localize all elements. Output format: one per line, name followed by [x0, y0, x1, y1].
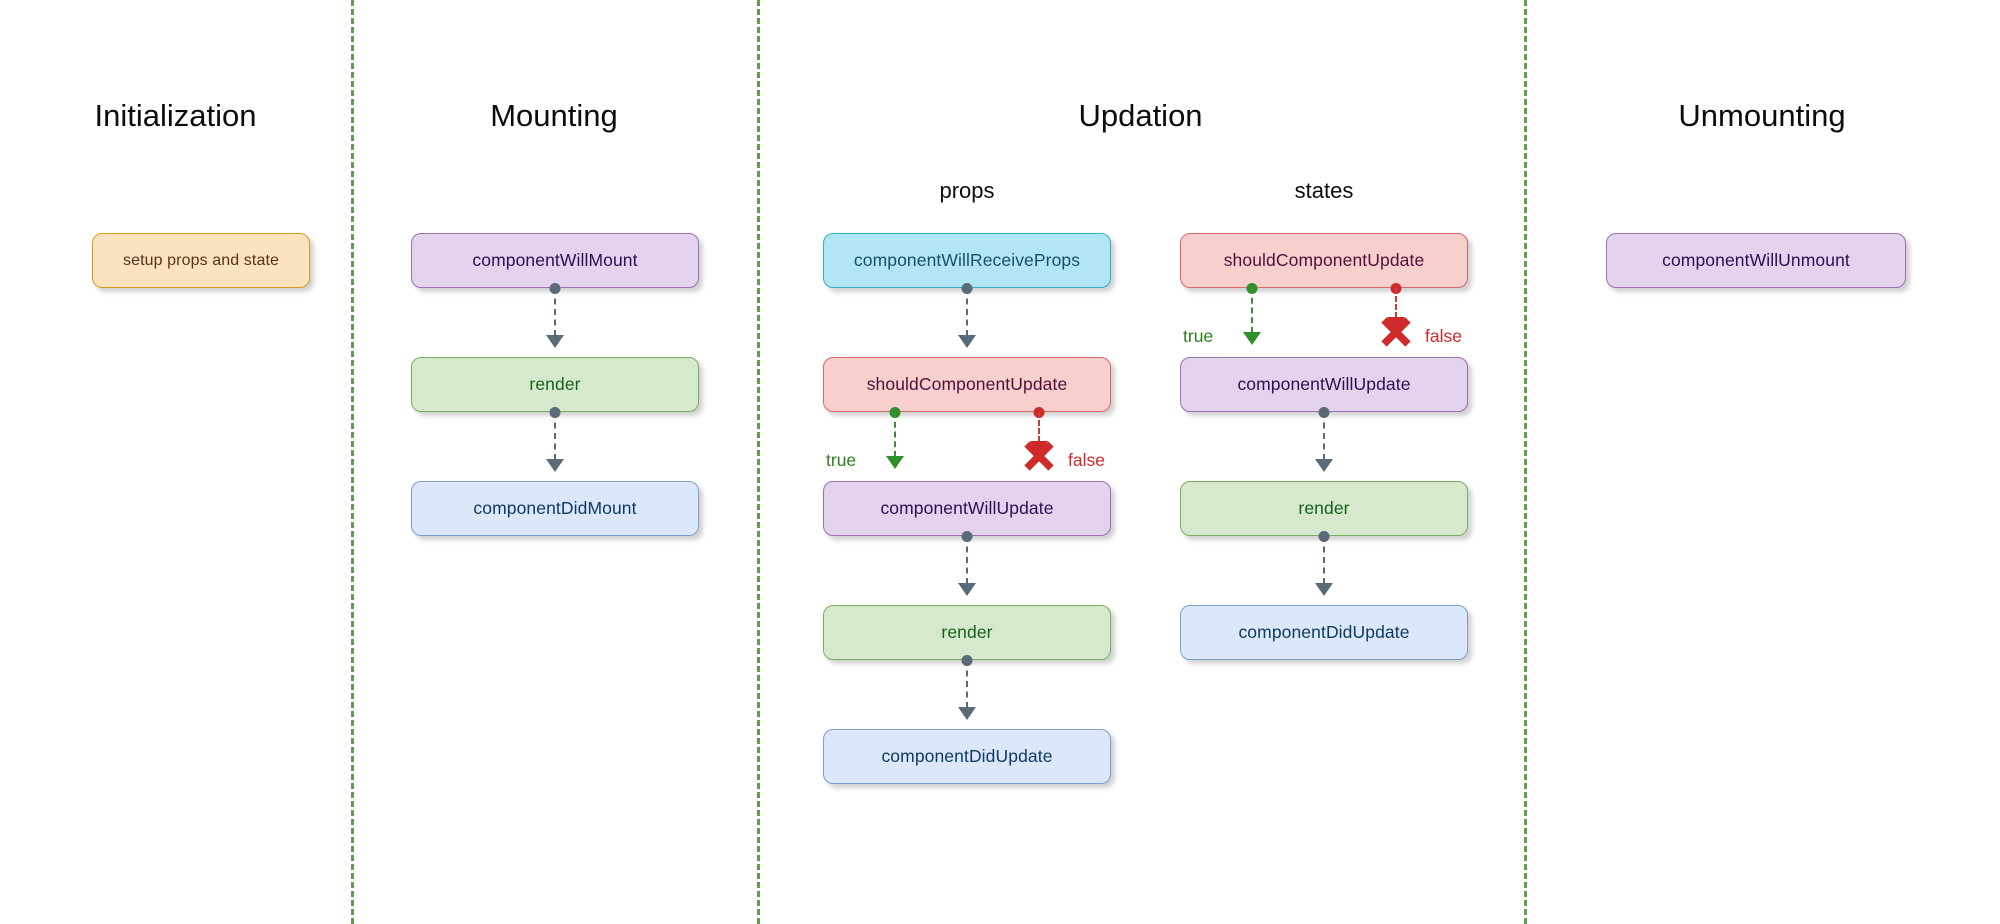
node-render-states[interactable]: render	[1180, 481, 1468, 536]
connector-render-to-did-mount	[411, 407, 699, 476]
node-render-mounting[interactable]: render	[411, 357, 699, 412]
connector-states-true-branch	[1180, 283, 1324, 352]
arrow-head-icon	[1315, 583, 1333, 596]
connector-render-to-did-update-props	[823, 655, 1111, 724]
connector-will-mount-to-render	[411, 283, 699, 352]
divider-initialization-mounting	[351, 0, 354, 924]
node-component-will-update-states[interactable]: componentWillUpdate	[1180, 357, 1468, 412]
arrow-head-icon	[546, 335, 564, 348]
divider-mounting-updation	[757, 0, 760, 924]
branch-label-false-props: false	[1068, 450, 1105, 470]
arrow-head-icon	[958, 583, 976, 596]
x-mark-icon	[1377, 313, 1415, 351]
node-component-will-mount[interactable]: componentWillMount	[411, 233, 699, 288]
node-component-did-mount[interactable]: componentDidMount	[411, 481, 699, 536]
node-component-will-receive-props[interactable]: componentWillReceiveProps	[823, 233, 1111, 288]
divider-updation-unmounting	[1524, 0, 1527, 924]
section-title-updation: Updation	[1078, 98, 1203, 133]
section-title-unmounting: Unmounting	[1678, 98, 1846, 133]
arrow-head-icon	[958, 707, 976, 720]
arrow-head-icon	[1315, 459, 1333, 472]
node-component-did-update-states[interactable]: componentDidUpdate	[1180, 605, 1468, 660]
arrow-head-icon	[958, 335, 976, 348]
connector-props-true-branch	[823, 407, 967, 476]
section-title-mounting: Mounting	[490, 98, 618, 133]
section-title-initialization: Initialization	[94, 98, 257, 133]
connector-will-receive-props-to-should-update	[823, 283, 1111, 352]
node-component-did-update-props[interactable]: componentDidUpdate	[823, 729, 1111, 784]
branch-label-false-states: false	[1425, 326, 1462, 346]
arrow-head-icon	[1243, 332, 1261, 345]
connector-render-to-did-update-states	[1180, 531, 1468, 600]
branch-label-true-states: true	[1183, 326, 1214, 346]
arrow-head-icon	[886, 456, 904, 469]
arrow-head-icon	[546, 459, 564, 472]
node-setup-props-and-state[interactable]: setup props and state	[92, 233, 310, 288]
node-component-will-update-props[interactable]: componentWillUpdate	[823, 481, 1111, 536]
node-render-props[interactable]: render	[823, 605, 1111, 660]
node-should-component-update-props[interactable]: shouldComponentUpdate	[823, 357, 1111, 412]
subsection-title-props: props	[939, 178, 995, 203]
x-mark-icon	[1020, 437, 1058, 475]
connector-will-update-to-render-states	[1180, 407, 1468, 476]
connector-will-update-to-render-props	[823, 531, 1111, 600]
node-should-component-update-states[interactable]: shouldComponentUpdate	[1180, 233, 1468, 288]
subsection-title-states: states	[1294, 178, 1354, 203]
node-component-will-unmount[interactable]: componentWillUnmount	[1606, 233, 1906, 288]
branch-label-true-props: true	[826, 450, 857, 470]
